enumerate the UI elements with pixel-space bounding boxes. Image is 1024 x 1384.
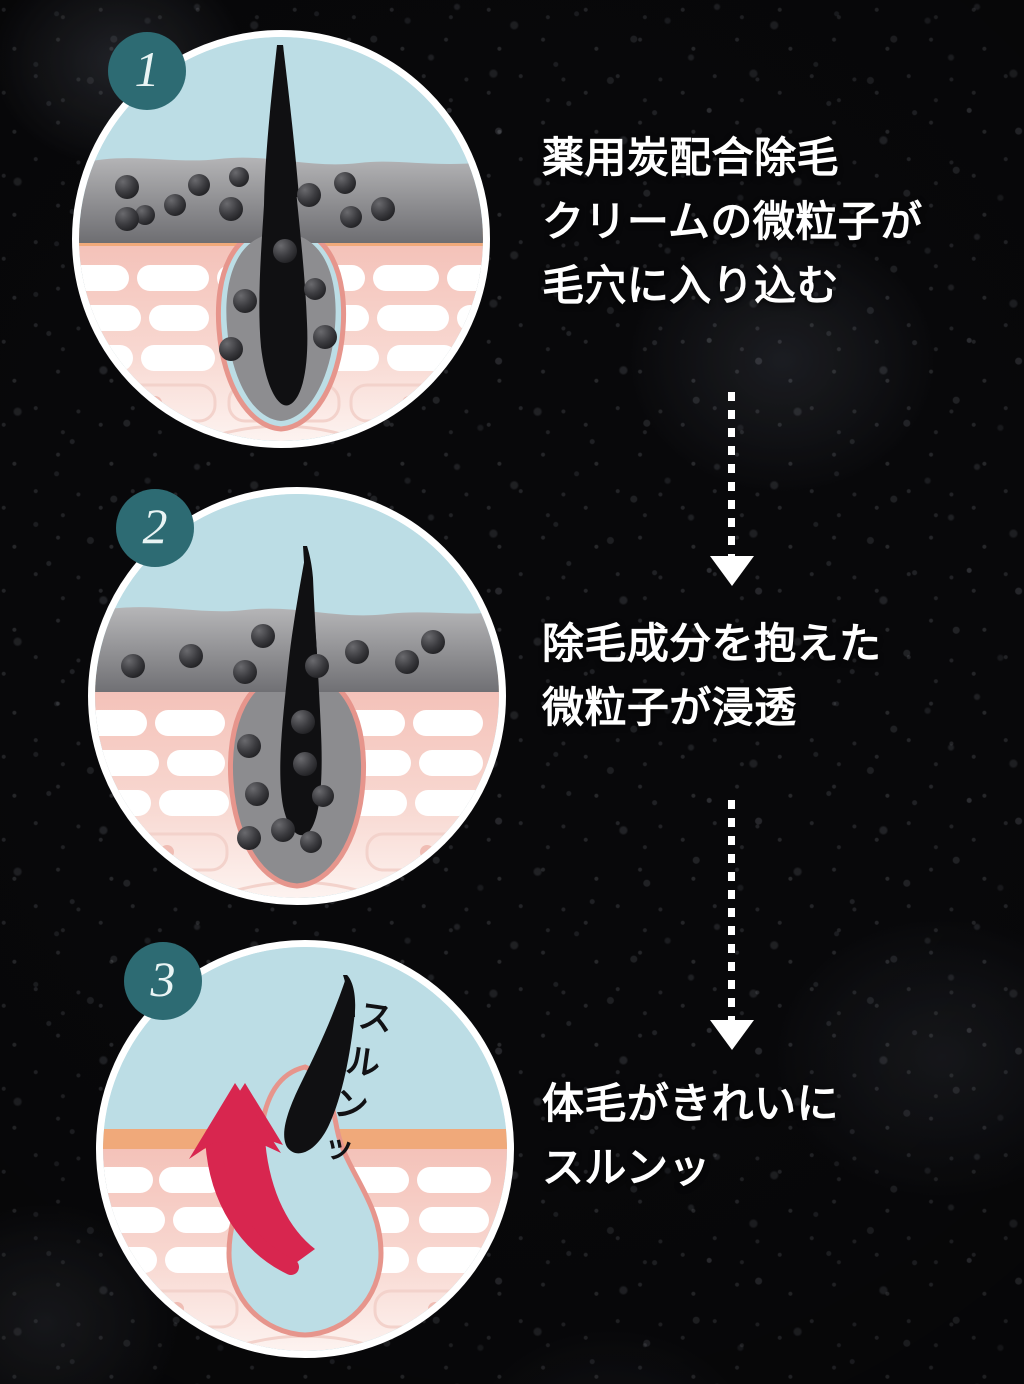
step-3-badge: 3 [124,942,202,1020]
svg-text:ッ: ッ [322,1129,356,1166]
step-1-badge: 1 [108,32,186,110]
flow-arrow-step2-to-step3 [700,800,760,1052]
arrow-head-down-icon [710,556,754,586]
step-3-caption: 体毛がきれいに スルンッ [542,1080,839,1191]
dashed-line [728,392,735,558]
step-1-diagram [79,37,483,441]
svg-text:ル: ル [344,1042,383,1084]
arrow-head-down-icon [710,1020,754,1050]
svg-text:ス: ス [356,997,395,1039]
step-2-badge: 2 [116,489,194,567]
step-1-caption: 薬用炭配合除毛 クリームの微粒子が 毛穴に入り込む [542,134,923,309]
step-1-illustration [72,30,490,448]
svg-text:ン: ン [332,1084,371,1126]
dashed-line [728,800,735,1022]
flow-arrow-step1-to-step2 [700,392,760,588]
step-3-inline-label: ス ル ン ッ [322,997,395,1166]
step-2-caption: 除毛成分を抱えた 微粒子が浸透 [542,620,882,731]
